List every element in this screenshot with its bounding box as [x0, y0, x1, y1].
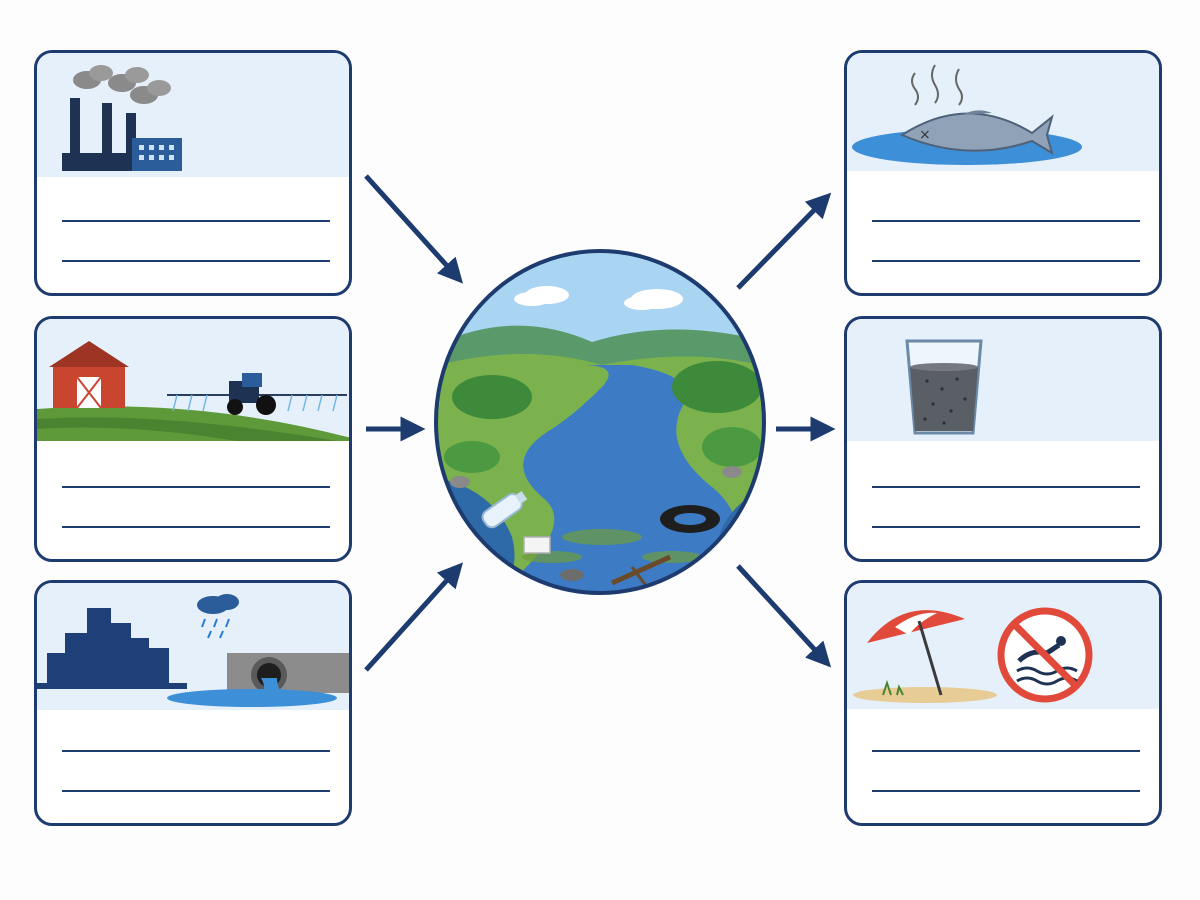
effect-card-water [844, 316, 1162, 562]
source-card-farm [34, 316, 352, 562]
effect-card-beach [844, 580, 1162, 826]
answer-line [872, 790, 1140, 792]
arrow-factory-to-river [364, 174, 464, 284]
answer-line [62, 220, 330, 222]
svg-text:×: × [919, 127, 931, 143]
dirty-drinking-water-icon [905, 339, 983, 435]
source-card-city [34, 580, 352, 826]
answer-line [62, 790, 330, 792]
no-swimming-beach-icon [853, 607, 1093, 703]
source-card-factory [34, 50, 352, 296]
arrow-city-to-river [364, 562, 464, 672]
source-scene-factory [37, 53, 349, 177]
answer-line [62, 486, 330, 488]
answer-line [872, 220, 1140, 222]
arrow-river-to-beach [736, 564, 832, 668]
answer-line [62, 260, 330, 262]
answer-line [872, 260, 1140, 262]
polluted-river-scene-icon [434, 249, 766, 595]
effect-scene-beach [847, 583, 1159, 709]
effect-scene-water [847, 319, 1159, 441]
factory-smokestacks-icon [62, 65, 182, 171]
source-scene-city [37, 583, 349, 710]
dead-fish-icon: × [852, 64, 1082, 165]
city-storm-drain-icon [37, 594, 349, 707]
farm-tractor-spraying-icon [37, 341, 349, 441]
answer-line [62, 750, 330, 752]
answer-line [62, 526, 330, 528]
effect-scene-fish: × [847, 53, 1159, 171]
answer-line [872, 750, 1140, 752]
arrow-river-to-fish [736, 192, 832, 290]
source-scene-farm [37, 319, 349, 441]
effect-card-fish: × [844, 50, 1162, 296]
answer-line [872, 486, 1140, 488]
answer-line [872, 526, 1140, 528]
